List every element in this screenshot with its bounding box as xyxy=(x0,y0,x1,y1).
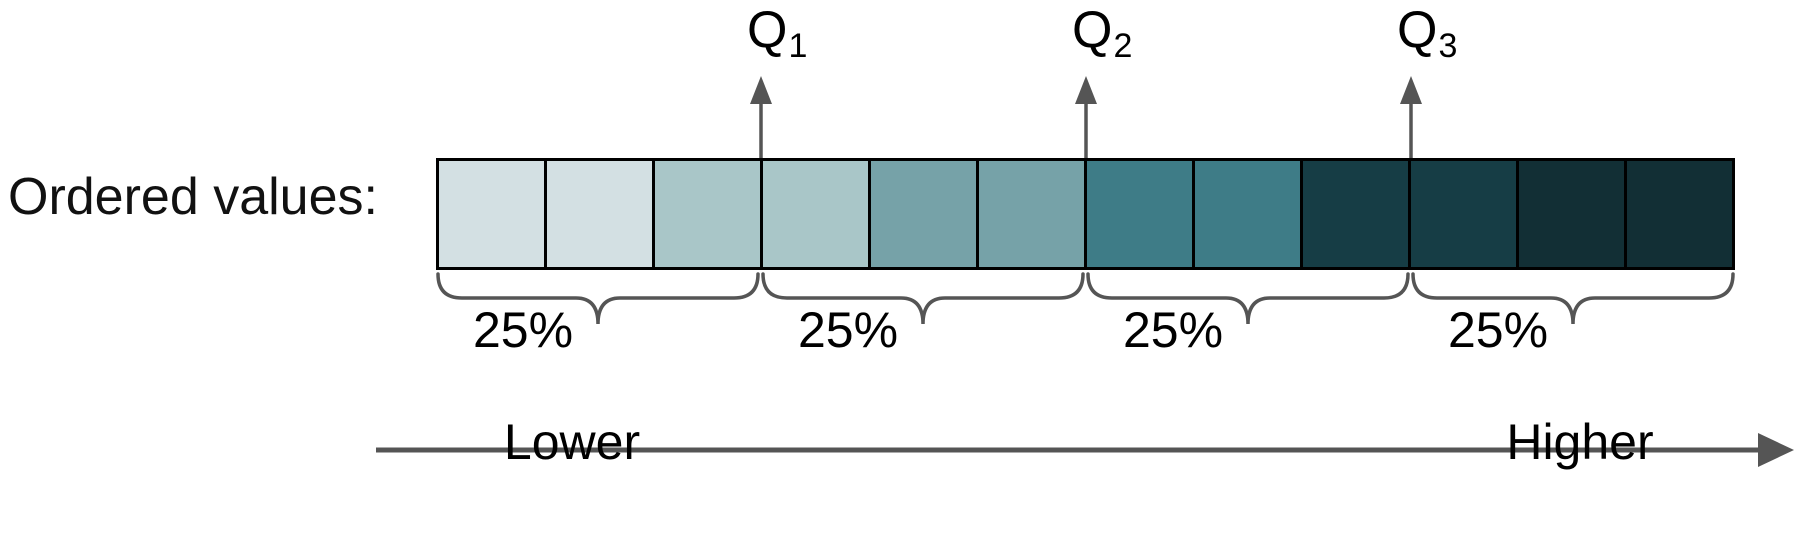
quartile-arrow-q3 xyxy=(1400,76,1422,158)
quartile-braces xyxy=(436,272,1735,325)
quartile-arrow-q1 xyxy=(750,76,772,158)
quartile-marker-q2: Q2 xyxy=(1072,0,1232,158)
percent-label-group-1: 25% xyxy=(472,302,574,358)
value-cell xyxy=(1411,161,1519,267)
quartile-label-q1-text: Q xyxy=(747,1,788,59)
quartile-marker-q1: Q1 xyxy=(747,0,907,158)
direction-axis-arrow xyxy=(376,433,1794,467)
ordered-values-label: Ordered values: xyxy=(8,168,378,226)
quartile-label-q3-subscript: 3 xyxy=(1438,27,1458,65)
quartile-label-q2: Q2 xyxy=(1072,1,1232,65)
value-cell xyxy=(1627,161,1732,267)
axis-label-higher: Higher xyxy=(1506,414,1654,470)
quartile-label-q1-subscript: 1 xyxy=(788,27,808,65)
value-cell xyxy=(1087,161,1195,267)
brace-group-3 xyxy=(1086,272,1410,325)
value-cell xyxy=(871,161,979,267)
axis-label-lower: Lower xyxy=(503,414,641,470)
quartile-arrow-q2 xyxy=(1075,76,1097,158)
quartile-label-q3: Q3 xyxy=(1397,1,1557,65)
value-cell xyxy=(763,161,871,267)
value-cell xyxy=(1195,161,1303,267)
brace-group-4 xyxy=(1411,272,1735,325)
percent-label-group-3: 25% xyxy=(1122,302,1224,358)
value-cell xyxy=(439,161,547,267)
quartile-label-q3-text: Q xyxy=(1397,1,1438,59)
quartile-label-q2-text: Q xyxy=(1072,1,1113,59)
brace-group-2 xyxy=(761,272,1085,325)
brace-group-1 xyxy=(436,272,760,325)
value-cell xyxy=(547,161,655,267)
value-cell xyxy=(655,161,763,267)
quartile-marker-q3: Q3 xyxy=(1397,0,1557,158)
ordered-values-strip xyxy=(436,158,1735,270)
value-cell xyxy=(979,161,1087,267)
quartile-label-q2-subscript: 2 xyxy=(1113,27,1133,65)
value-cell xyxy=(1519,161,1627,267)
quartile-label-q1: Q1 xyxy=(747,1,907,65)
percent-label-group-4: 25% xyxy=(1447,302,1549,358)
value-cell xyxy=(1303,161,1411,267)
percent-label-group-2: 25% xyxy=(797,302,899,358)
